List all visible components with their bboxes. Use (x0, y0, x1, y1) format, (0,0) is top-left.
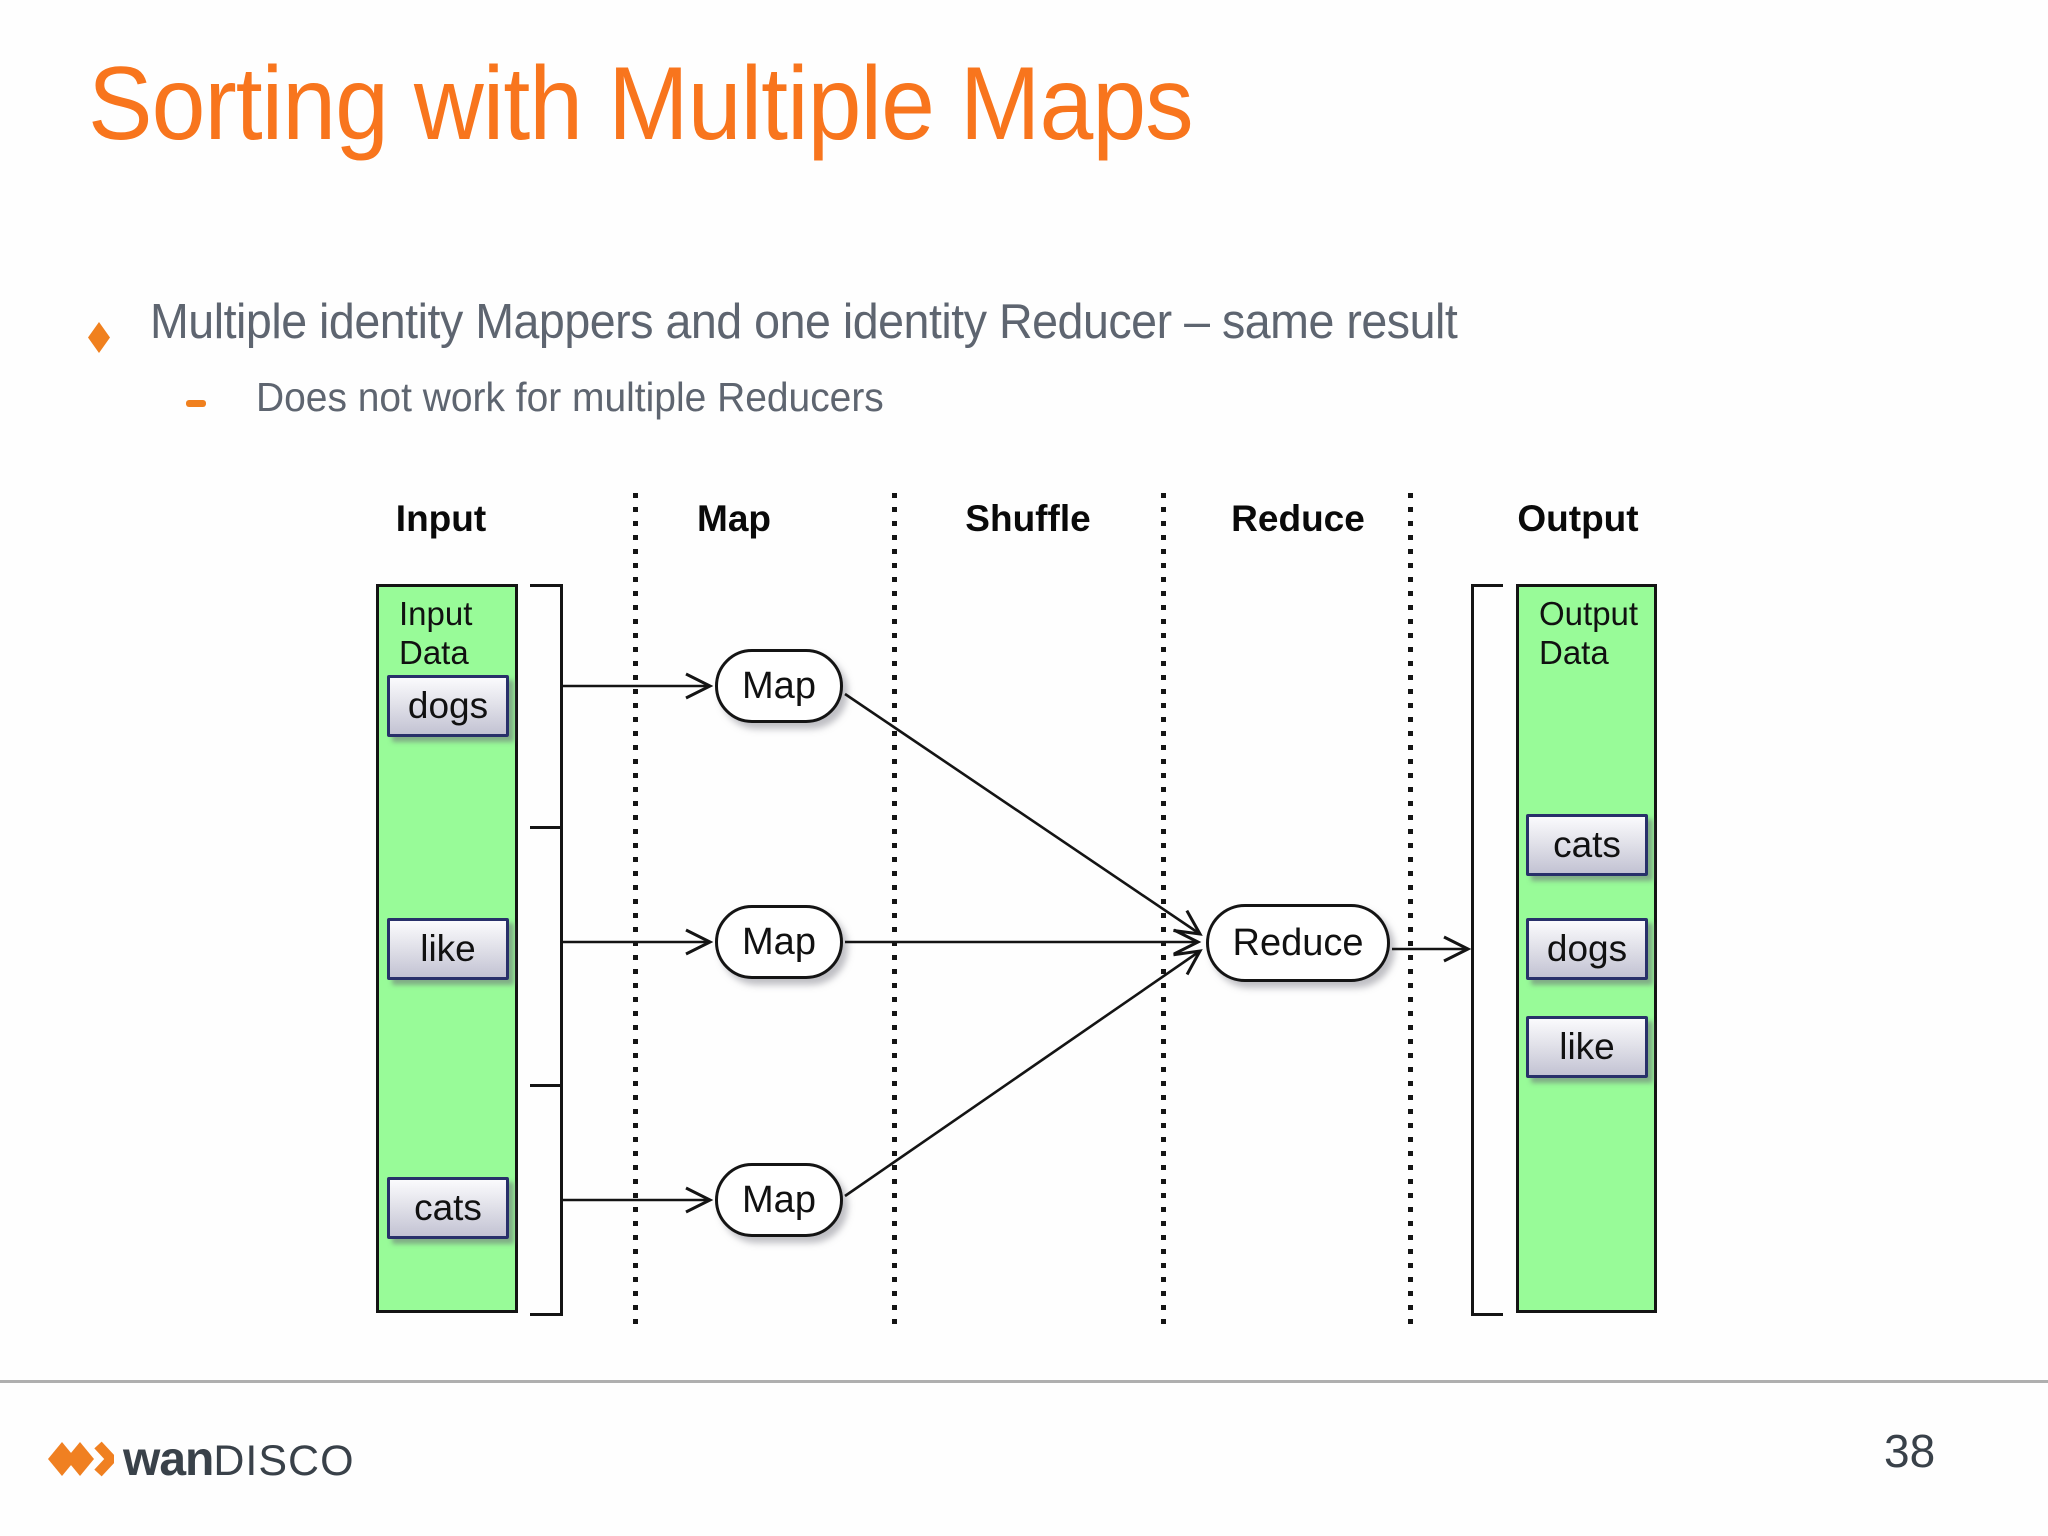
output-item-like: like (1526, 1016, 1648, 1078)
footer-divider-line (0, 1380, 2048, 1383)
column-header-shuffle: Shuffle (965, 498, 1091, 539)
slide-title: Sorting with Multiple Maps (88, 46, 1194, 162)
output-bracket-tick (1471, 584, 1503, 587)
logo-text-wan: wan (123, 1432, 214, 1486)
column-header-input: Input (395, 498, 487, 539)
map-node-2: Map (715, 905, 843, 979)
diamond-bullet-icon (88, 322, 110, 353)
dotted-separator-line (1408, 493, 1413, 1331)
wandisco-diamonds-chevron-icon (48, 1441, 114, 1477)
page-number: 38 (1884, 1425, 1936, 1477)
output-bracket-tick (1471, 1313, 1503, 1316)
column-header-output: Output (1517, 498, 1639, 539)
wandisco-wordmark: wan DISCO (123, 1432, 355, 1487)
input-bracket-tick (530, 1313, 563, 1316)
input-item-cats: cats (387, 1177, 509, 1239)
logo-text-disco: DISCO (213, 1436, 355, 1485)
output-bracket-line (1471, 584, 1474, 1316)
input-bracket-tick (530, 826, 563, 829)
reduce-node: Reduce (1206, 904, 1390, 982)
dotted-separator-line (1161, 493, 1166, 1331)
column-header-reduce: Reduce (1231, 498, 1365, 539)
output-data-label: Output Data (1539, 595, 1639, 671)
input-data-label: Input Data (399, 595, 473, 671)
dotted-separator-line (633, 493, 638, 1331)
output-item-dogs: dogs (1526, 918, 1648, 980)
input-bracket-tick (530, 584, 563, 587)
input-item-like: like (387, 918, 509, 980)
map-node-3: Map (715, 1163, 843, 1237)
input-bracket-line (560, 584, 563, 1316)
bullet-main-text: Multiple identity Mappers and one identi… (150, 295, 1458, 349)
dash-bullet-icon (186, 400, 206, 407)
dotted-separator-line (892, 493, 897, 1331)
wandisco-logo: wan DISCO (48, 1433, 355, 1486)
column-header-map: Map (697, 498, 771, 539)
bullet-sub-text: Does not work for multiple Reducers (256, 374, 884, 420)
input-bracket-tick (530, 1084, 563, 1087)
map-node-1: Map (715, 649, 843, 723)
input-item-dogs: dogs (387, 675, 509, 737)
output-item-cats: cats (1526, 814, 1648, 876)
